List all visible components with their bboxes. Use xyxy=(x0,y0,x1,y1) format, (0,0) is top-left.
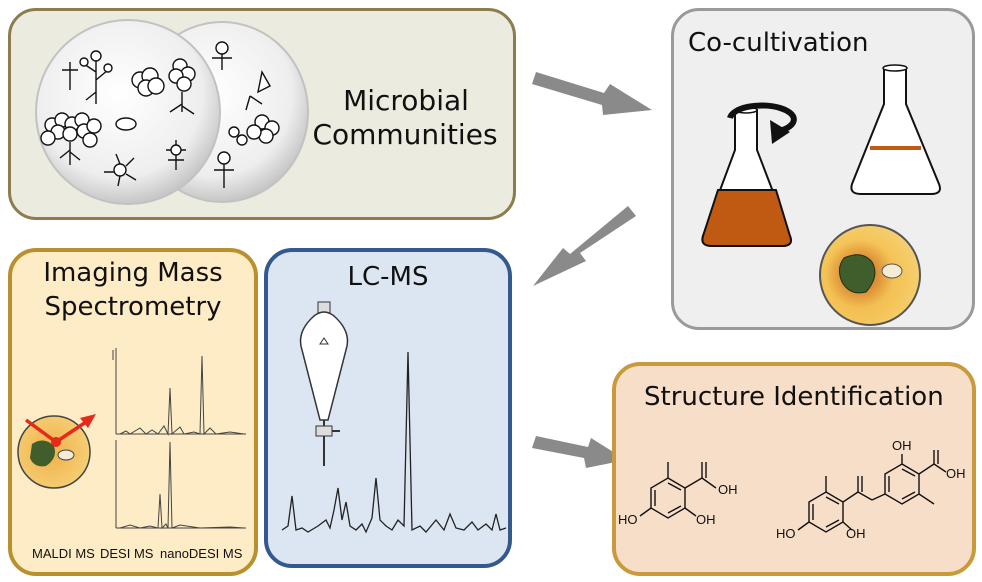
microbial-title-line1: Microbial xyxy=(343,84,469,117)
mol2-oh-right: OH xyxy=(946,466,966,481)
petri-dish-illustration xyxy=(35,19,309,205)
lcms-title: LC-MS xyxy=(347,262,429,292)
desi-ms-label: DESI MS xyxy=(100,546,154,561)
mol1-oh-bottom: OH xyxy=(696,512,716,527)
imaging-mass-spectrometry-panel xyxy=(8,248,258,576)
mol2-oh-top: OH xyxy=(892,438,912,453)
mol1-ho-left: HO xyxy=(618,512,638,527)
ims-title-line1: Imaging Mass xyxy=(43,258,223,288)
structure-title: Structure Identification xyxy=(644,382,944,412)
ims-title-line2: Spectrometry xyxy=(44,292,222,322)
maldi-ms-label: MALDI MS xyxy=(32,546,95,561)
structure-identification-panel xyxy=(612,362,976,576)
mol1-oh-right: OH xyxy=(718,482,738,497)
nanodesi-ms-label: nanoDESI MS xyxy=(160,546,243,561)
lc-ms-panel xyxy=(264,248,512,568)
cocultivation-title: Co-cultivation xyxy=(688,28,869,58)
mol2-oh-bottom: OH xyxy=(846,526,866,541)
microbial-title-line2: Communities xyxy=(312,118,498,151)
mol2-ho-left: HO xyxy=(776,526,796,541)
